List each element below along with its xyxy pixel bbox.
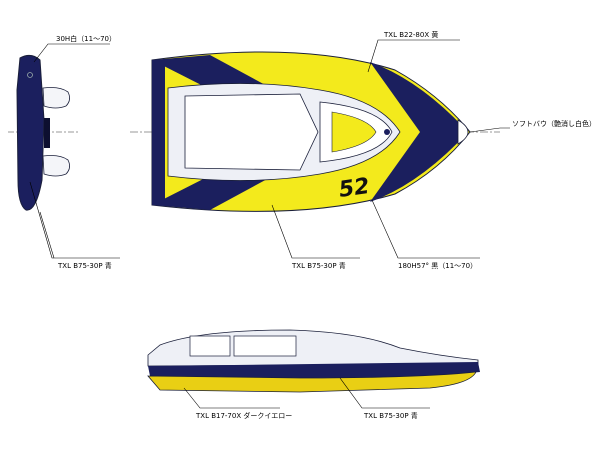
top-view-navy-bow-upper <box>370 62 468 132</box>
front-view-hull <box>16 54 45 211</box>
side-view-canopy <box>147 329 479 367</box>
label-hull-blue: TXL B75-30P 青 <box>363 411 418 420</box>
top-view: 52 <box>130 51 500 212</box>
side-view-blue-band <box>148 362 480 378</box>
top-view-navy-bow-lower <box>370 132 468 202</box>
front-view-lower-sponson <box>42 155 70 177</box>
label-hull-yellow: TXL B17-70X ダークイエロー <box>195 411 292 420</box>
side-view <box>147 329 480 393</box>
leader-soft-bow <box>469 127 510 133</box>
label-left-side: TXL B75-30P 青 <box>57 261 112 270</box>
top-view-transom <box>152 60 165 205</box>
label-deck-blue: TXL B75-30P 青 <box>291 261 346 270</box>
label-soft-bow: ソフトバウ（艶消し白色） <box>512 119 596 128</box>
front-view-bow-eye <box>27 72 33 78</box>
top-view-soft-bow <box>457 119 469 145</box>
label-black-trim: 180H57° 黒（11～70） <box>398 262 477 270</box>
label-front-color: 30H白（11～70） <box>56 34 116 43</box>
side-view-window-1 <box>189 335 231 357</box>
leader-black-trim <box>371 199 480 259</box>
leader-hull-blue <box>339 377 430 409</box>
leader-left-side-2 <box>39 211 55 259</box>
leader-deck-blue <box>271 204 360 259</box>
front-view-fin <box>44 118 50 148</box>
front-view <box>8 54 80 211</box>
side-view-window-2 <box>233 335 297 357</box>
top-view-canopy <box>184 93 319 171</box>
leader-left-side-1 <box>29 181 120 259</box>
top-view-steering-icon <box>384 129 390 135</box>
leader-top-color <box>367 39 460 73</box>
race-number: 52 <box>337 174 371 203</box>
front-view-upper-sponson <box>42 87 70 109</box>
label-top-color: TXL B22-80X 黄 <box>383 30 438 39</box>
side-view-yellow-hull <box>147 371 477 393</box>
leader-hull-yellow <box>183 387 280 409</box>
leader-lines <box>29 39 510 409</box>
top-view-seat <box>331 111 377 153</box>
leader-front-color <box>33 43 110 63</box>
